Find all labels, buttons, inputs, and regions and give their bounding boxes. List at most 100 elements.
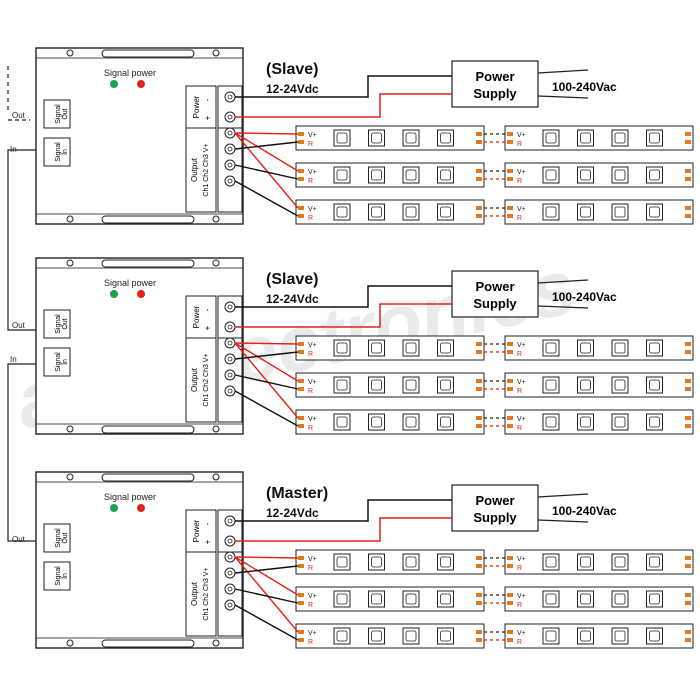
led-strip-segment: V+R <box>295 586 485 612</box>
mounting-slot <box>101 639 195 648</box>
led-chip-lens <box>371 593 382 605</box>
led-chip <box>542 627 560 645</box>
terminal-screw <box>224 111 236 123</box>
led-chip-lens <box>580 132 591 144</box>
strip-vplus-wire <box>234 132 299 209</box>
led-chip-lens <box>336 556 348 568</box>
led-chip-lens <box>371 379 382 391</box>
solder-pad <box>507 416 513 420</box>
led-chip <box>437 339 454 357</box>
power-label: Power <box>192 519 201 542</box>
solder-pad <box>298 169 304 173</box>
power-led-red <box>137 80 145 88</box>
led-chip-lens <box>371 416 382 428</box>
strip-vplus-label: V+ <box>517 342 526 349</box>
solder-pad <box>298 556 304 560</box>
terminal-screw <box>224 515 236 527</box>
led-chip <box>542 203 560 221</box>
led-chip-lens <box>405 593 417 605</box>
terminal-screw-center <box>227 162 233 168</box>
led-chip <box>646 203 663 221</box>
led-chip <box>646 129 663 147</box>
led-chip <box>402 590 420 608</box>
solder-pad <box>298 601 304 605</box>
power-supply-label-1: Power <box>475 69 514 84</box>
ac-neutral-wire <box>537 95 589 99</box>
strip-r-label: R <box>308 425 313 432</box>
led-chip <box>368 339 385 357</box>
terminal-screw <box>224 353 236 365</box>
led-chip-lens <box>405 556 417 568</box>
strip-channel-wire <box>234 565 299 574</box>
led-strip-body <box>295 623 485 649</box>
led-strip-segment: V+R <box>295 199 485 225</box>
led-chip <box>542 376 560 394</box>
solder-pad <box>298 177 304 181</box>
led-chip-lens <box>580 206 591 218</box>
controller-inner-frame <box>35 57 244 215</box>
led-chip <box>368 627 385 645</box>
solder-pad <box>298 564 304 568</box>
led-chip <box>542 129 560 147</box>
led-chip <box>402 129 420 147</box>
led-chip-lens <box>405 132 417 144</box>
screw-hole <box>212 639 220 647</box>
screw-hole <box>66 425 74 433</box>
led-chip-lens <box>440 630 451 642</box>
led-strip-body <box>504 549 694 575</box>
led-chip-lens <box>580 379 591 391</box>
controller-role: (Slave) <box>266 61 318 78</box>
strip-channel-wire <box>234 164 299 180</box>
led-chip-lens <box>440 169 451 181</box>
dc-negative-wire <box>235 499 452 522</box>
screw-hole <box>212 259 220 267</box>
channels-label: Ch1 Ch2 Ch3 V+ <box>203 353 210 406</box>
strip-r-label: R <box>517 388 522 395</box>
led-strip-segment: V+R <box>504 125 694 151</box>
led-chip <box>577 627 594 645</box>
led-chip-lens <box>614 132 626 144</box>
solder-pad <box>476 132 482 136</box>
solder-pad <box>476 601 482 605</box>
power-minus-label: - <box>203 308 212 311</box>
led-chip <box>333 166 351 184</box>
led-chip <box>402 627 420 645</box>
solder-pad <box>298 593 304 597</box>
solder-pad <box>685 556 691 560</box>
led-chip <box>333 413 351 431</box>
power-terminal-label-box <box>185 295 217 339</box>
solder-pad <box>476 169 482 173</box>
led-chip <box>368 590 385 608</box>
led-chip-lens <box>649 379 660 391</box>
led-strip-body <box>504 372 694 398</box>
signal-power-label: Signal power <box>104 278 156 288</box>
solder-pad <box>476 342 482 346</box>
strip-r-label: R <box>308 351 313 358</box>
led-chip <box>402 339 420 357</box>
signal-in-label-2: In <box>62 573 69 579</box>
solder-pad <box>298 638 304 642</box>
strip-vplus-label: V+ <box>308 206 317 213</box>
solder-pad <box>507 350 513 354</box>
led-chip-lens <box>649 206 660 218</box>
strip-vplus-label: V+ <box>517 630 526 637</box>
led-chip-lens <box>440 416 451 428</box>
led-strip-body <box>504 199 694 225</box>
solder-pad <box>476 630 482 634</box>
terminal-screw <box>224 159 236 171</box>
solder-pad <box>685 379 691 383</box>
ac-line-wire <box>537 493 589 498</box>
terminal-screw-center <box>227 114 233 120</box>
terminal-screw <box>224 599 236 611</box>
terminal-screw-center <box>227 130 233 136</box>
left-out-label: Out <box>12 535 26 544</box>
strip-vplus-wire <box>234 132 299 172</box>
led-chip-lens <box>440 379 451 391</box>
signal-in-label-1: Signal <box>55 142 62 162</box>
screw-hole <box>212 473 220 481</box>
led-chip <box>577 129 594 147</box>
dc-positive-wire <box>235 303 452 328</box>
